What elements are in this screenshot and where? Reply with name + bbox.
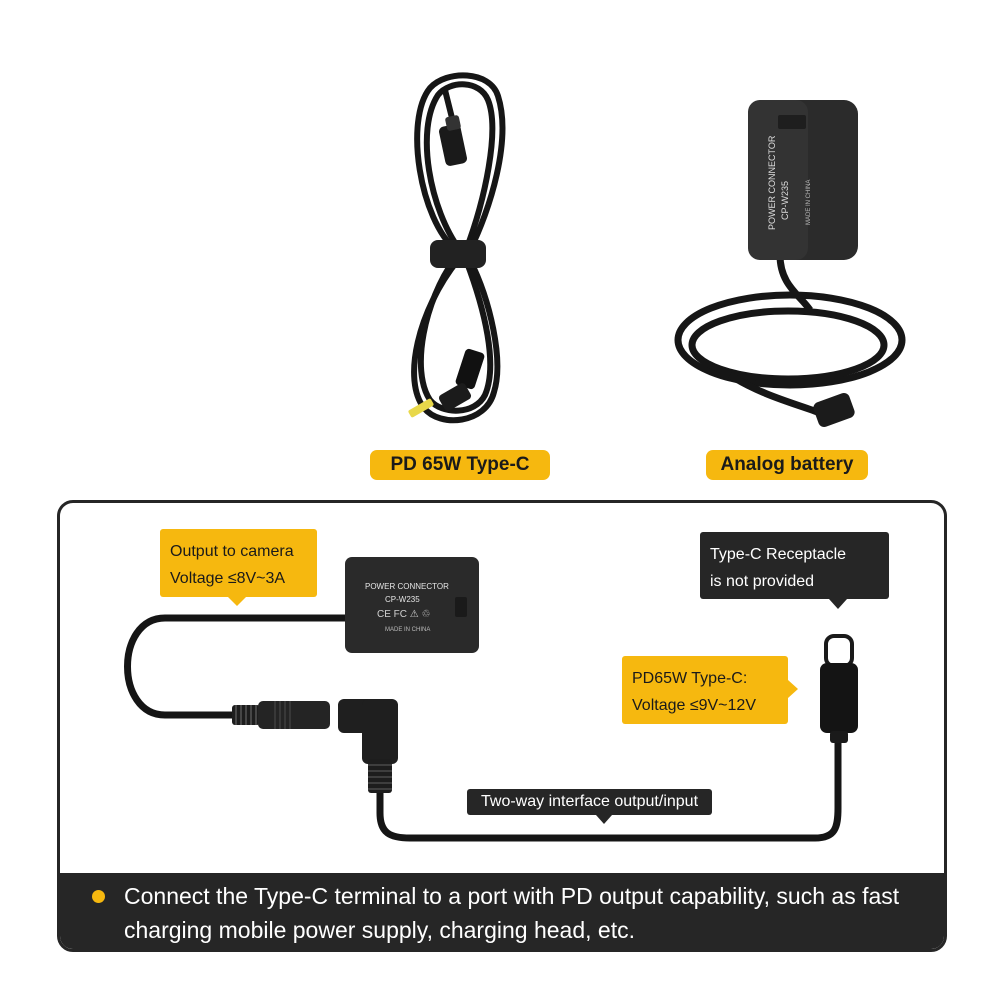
- dummy-battery-mark-line2: CP-W235: [385, 595, 420, 604]
- interface-label: Two-way interface output/input: [467, 789, 713, 815]
- pd-cable-label: PD 65W Type-C: [370, 450, 550, 480]
- output-callout: Output to camera Voltage ≤8V~3A: [160, 529, 317, 597]
- receptacle-callout: Type-C Receptacle is not provided: [700, 532, 889, 599]
- input-callout-pointer: [788, 680, 798, 698]
- dummy-battery-cert-icons: CE FC ⚠ ♲: [377, 609, 431, 620]
- dummy-battery-mark-line3: MADE IN CHINA: [385, 627, 431, 633]
- interface-label-pointer: [596, 815, 612, 824]
- battery-mark-line1: POWER CONNECTOR: [767, 135, 777, 230]
- output-callout-line1: Output to camera: [170, 543, 294, 560]
- receptacle-callout-line2: is not provided: [710, 573, 815, 590]
- battery-mark-line3: MADE IN CHINA: [806, 180, 812, 225]
- output-callout-pointer: [228, 597, 246, 606]
- analog-battery-label: Analog battery: [706, 450, 868, 480]
- output-callout-line2: Voltage ≤8V~3A: [170, 570, 286, 587]
- dummy-battery-mark-line1: POWER CONNECTOR: [365, 582, 449, 591]
- input-callout-line1: PD65W Type-C:: [632, 670, 748, 687]
- dummy-battery: POWER CONNECTOR CP-W235 CE FC ⚠ ♲ MADE I…: [345, 557, 479, 653]
- battery-mark-line2: CP-W235: [780, 181, 790, 220]
- bullet-dot-icon: [92, 890, 105, 903]
- footer-note: Connect the Type-C terminal to a port wi…: [60, 873, 944, 949]
- pd-cable-image: [408, 72, 506, 424]
- connection-diagram: [124, 614, 858, 842]
- connection-diagram-panel: POWER CONNECTOR CP-W235 CE FC ⚠ ♲ MADE I…: [57, 500, 947, 952]
- battery-contacts-icon: [455, 597, 467, 617]
- receptacle-callout-pointer: [829, 599, 847, 609]
- footer-text: Connect the Type-C terminal to a port wi…: [124, 883, 900, 943]
- input-callout-line2: Voltage ≤9V~12V: [632, 697, 756, 714]
- receptacle-callout-line1: Type-C Receptacle: [710, 546, 847, 563]
- analog-battery-image: POWER CONNECTOR CP-W235 MADE IN CHINA: [674, 100, 906, 428]
- input-callout: PD65W Type-C: Voltage ≤9V~12V: [622, 656, 788, 724]
